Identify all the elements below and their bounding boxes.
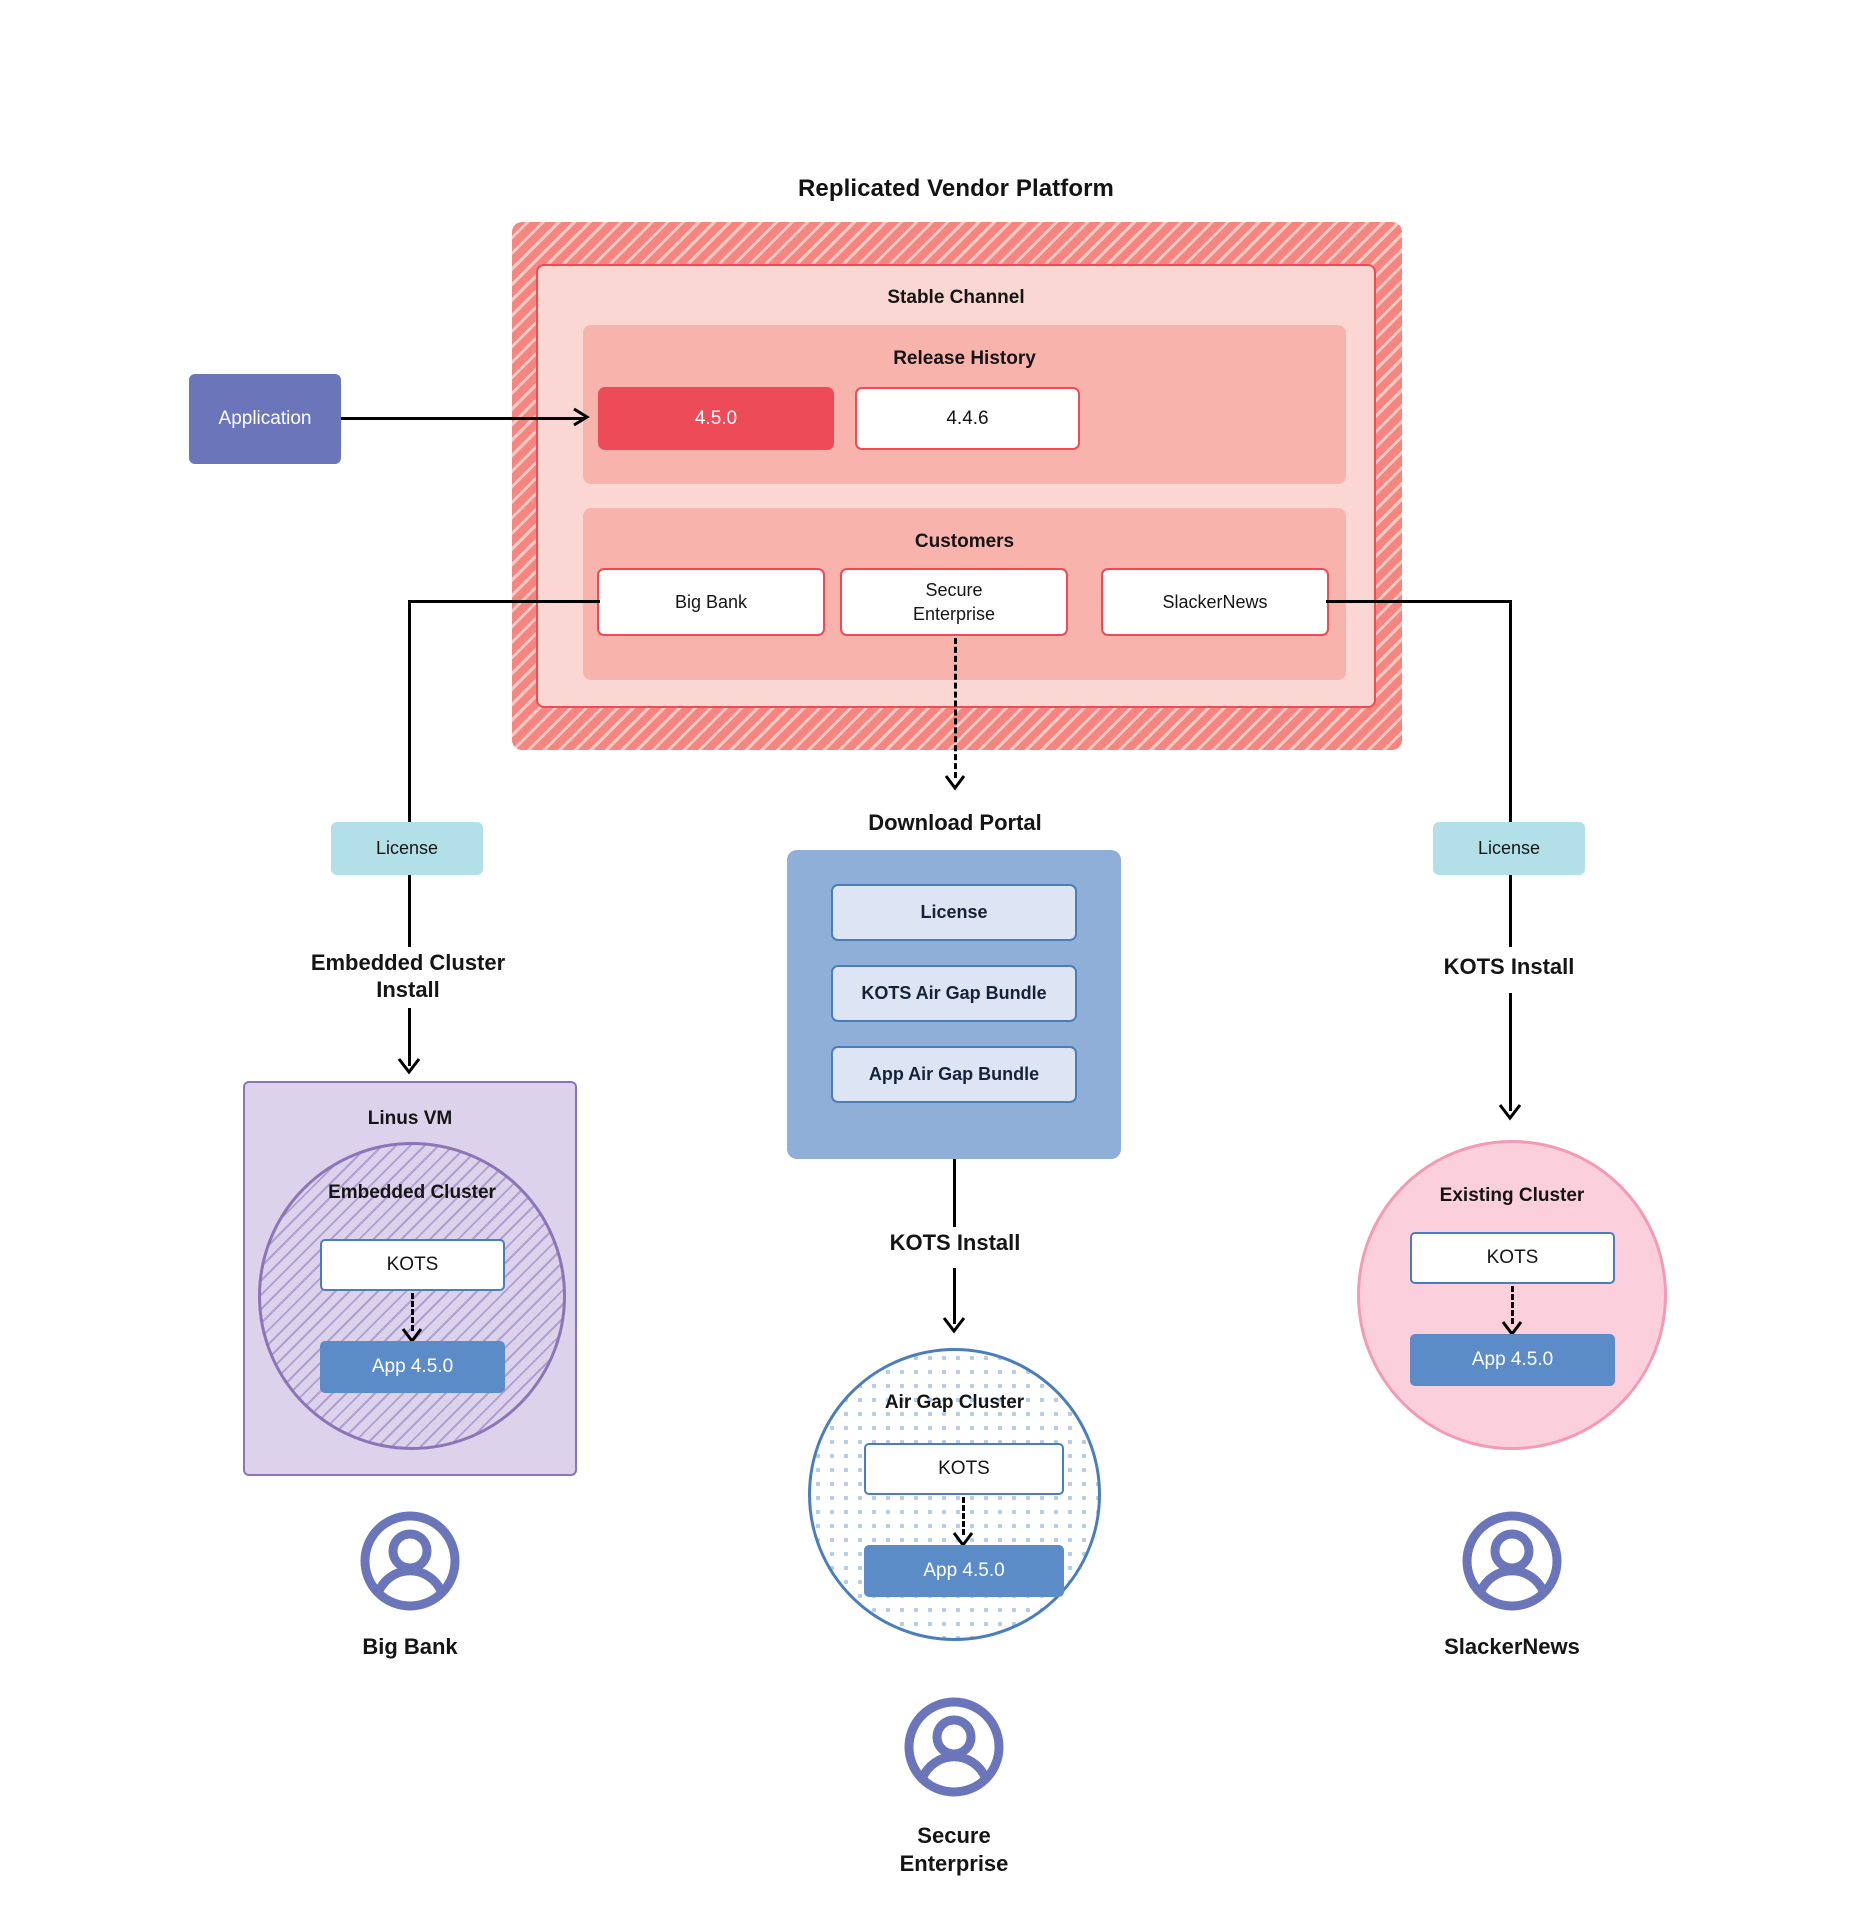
connector-application-to-release [341,417,584,420]
connector-install-right-down [1509,993,1512,1111]
avatar-secure-enterprise [902,1695,1006,1799]
kots-label: KOTS [938,1458,990,1479]
customer-card-slackernews[interactable]: SlackerNews [1101,568,1329,636]
customer-label-secure-enterprise: Secure Enterprise [899,1822,1009,1876]
embedded-cluster-circle [258,1142,566,1450]
app-version-label: App 4.5.0 [923,1560,1005,1581]
existing-cluster-label: Existing Cluster [1439,1185,1585,1206]
connector-license-right-down [1509,875,1512,947]
connector-slackernews-vertical [1509,600,1512,823]
connector-kots-to-app-airgap [962,1497,965,1535]
connector-secure-enterprise-dashed [954,638,957,778]
customer-name: Big Bank [674,591,748,612]
connector-kots-to-app-existing [1511,1286,1514,1324]
portal-item-label: KOTS Air Gap Bundle [861,983,1047,1003]
arrow-head-airgap-cluster [942,1317,966,1334]
license-label: License [375,838,439,858]
connector-portal-down [953,1159,956,1227]
portal-item-kots-air-gap-bundle[interactable]: KOTS Air Gap Bundle [831,965,1077,1022]
customer-label-slackernews: SlackerNews [1444,1634,1580,1659]
application-label: Application [218,408,312,429]
customer-name: SlackerNews [1162,591,1268,612]
license-chip-left[interactable]: License [331,822,483,875]
arrow-head-download-portal [944,775,966,791]
portal-item-label: App Air Gap Bundle [868,1064,1040,1084]
release-version: 4.5.0 [694,407,738,429]
app-version-label: App 4.5.0 [371,1356,454,1377]
kots-install-label-center: KOTS Install [889,1230,1021,1255]
portal-item-license[interactable]: License [831,884,1077,941]
customer-label-big-bank: Big Bank [362,1634,458,1659]
avatar-big-bank [358,1509,462,1613]
release-version: 4.4.6 [946,407,989,429]
air-gap-cluster-label: Air Gap Cluster [884,1392,1025,1413]
connector-install-left-down [408,1008,411,1066]
stable-channel-title: Stable Channel [887,287,1025,308]
arrow-head-existing-cluster [1498,1104,1522,1121]
application-node[interactable]: Application [189,374,341,464]
app-version-box-airgap[interactable]: App 4.5.0 [864,1545,1064,1597]
release-card-current[interactable]: 4.5.0 [598,387,834,450]
platform-title: Replicated Vendor Platform [797,175,1114,202]
connector-license-left-down [408,875,411,947]
app-version-box-existing[interactable]: App 4.5.0 [1410,1334,1615,1386]
customer-card-secure-enterprise[interactable]: Secure Enterprise [840,568,1068,636]
connector-install-center-down [953,1268,956,1324]
release-history-title: Release History [893,347,1036,369]
connector-slackernews-horizontal [1326,600,1512,603]
app-version-label: App 4.5.0 [1471,1349,1554,1370]
connector-kots-to-app-embedded [411,1293,414,1331]
kots-box-airgap[interactable]: KOTS [864,1443,1064,1495]
kots-label: KOTS [1486,1247,1539,1268]
linux-vm-label: Linus VM [367,1108,453,1129]
app-version-box-embedded[interactable]: App 4.5.0 [320,1341,505,1393]
license-label: License [1477,838,1541,858]
embedded-cluster-label: Embedded Cluster [328,1182,496,1203]
customer-card-big-bank[interactable]: Big Bank [597,568,825,636]
arrow-head-application [573,407,590,427]
avatar-slackernews [1460,1509,1564,1613]
connector-bigbank-horizontal [408,600,600,603]
portal-item-label: License [920,902,988,922]
kots-install-label-right: KOTS Install [1443,954,1575,979]
kots-label: KOTS [386,1254,439,1275]
kots-box-existing[interactable]: KOTS [1410,1232,1615,1284]
release-card[interactable]: 4.4.6 [855,387,1080,450]
kots-box-embedded[interactable]: KOTS [320,1239,505,1291]
portal-item-app-air-gap-bundle[interactable]: App Air Gap Bundle [831,1046,1077,1103]
embedded-cluster-install-label: Embedded Cluster Install [310,949,506,1003]
arrow-head-embedded-install [397,1058,421,1075]
connector-bigbank-vertical [408,600,411,823]
customers-title: Customers [914,530,1015,552]
download-portal-title: Download Portal [868,810,1042,835]
customer-name: Secure Enterprise [912,579,996,624]
license-chip-right[interactable]: License [1433,822,1585,875]
